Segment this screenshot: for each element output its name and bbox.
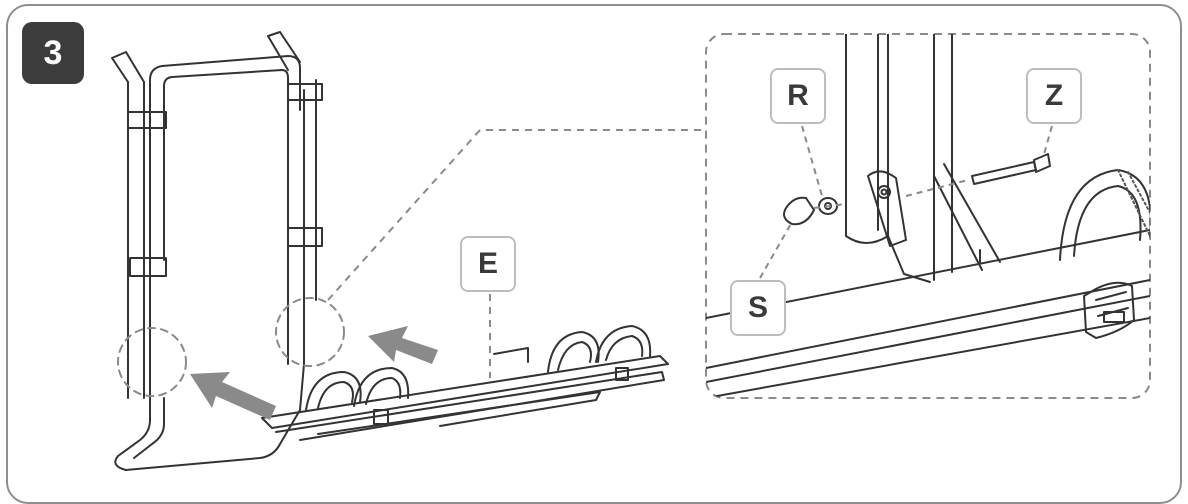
detail-view [706, 34, 1150, 398]
label-r: R [770, 68, 826, 124]
insertion-arrows [190, 326, 438, 420]
label-z: Z [1026, 68, 1082, 124]
detail-view-frame [705, 33, 1151, 399]
assembly-illustration [111, 31, 1151, 471]
wheel-rail [261, 325, 669, 441]
label-e: E [460, 236, 516, 292]
carrier-frame [111, 31, 345, 471]
step-number-badge: 3 [22, 22, 84, 84]
label-s: S [730, 280, 786, 336]
